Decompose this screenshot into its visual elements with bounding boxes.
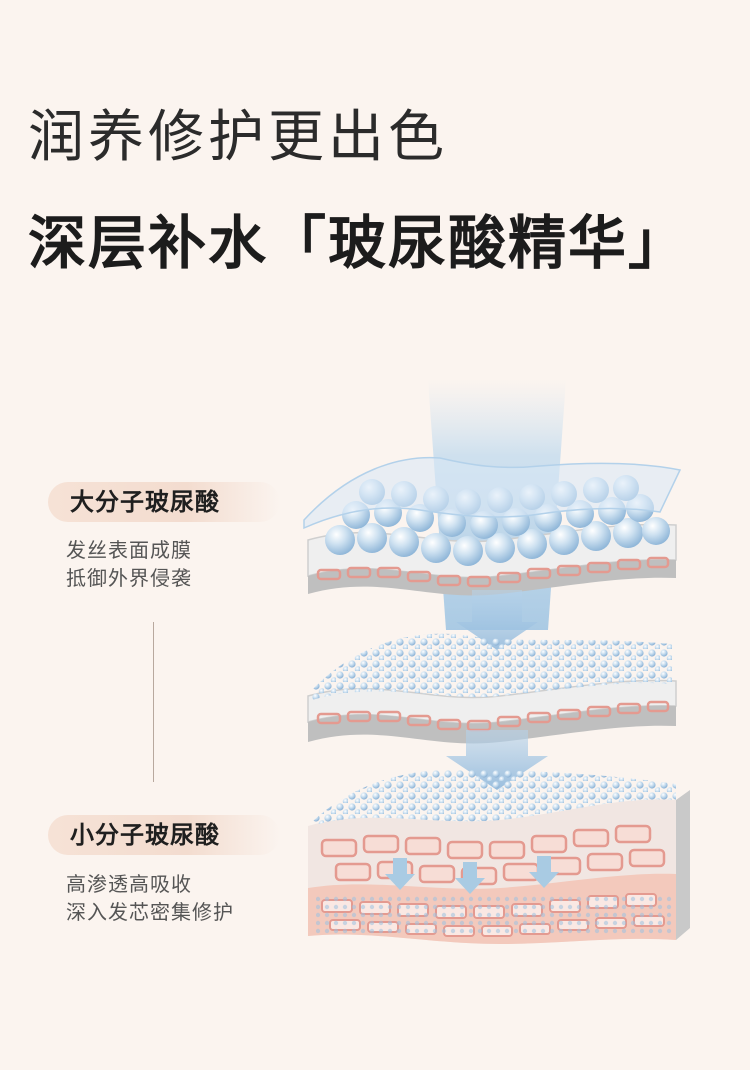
small-molecule-description: 高渗透高吸收 深入发芯密集修护 bbox=[66, 870, 234, 926]
small-molecule-layer bbox=[308, 770, 690, 944]
large-molecule-desc-line-2: 抵御外界侵袭 bbox=[66, 566, 192, 590]
large-molecule-badge: 大分子玻尿酸 bbox=[48, 482, 280, 522]
small-molecule-badge: 小分子玻尿酸 bbox=[48, 815, 280, 855]
large-molecule-desc-line-1: 发丝表面成膜 bbox=[66, 538, 192, 562]
mid-molecule-layer bbox=[307, 633, 677, 744]
large-molecule-description: 发丝表面成膜 抵御外界侵袭 bbox=[66, 536, 192, 592]
down-arrow-2 bbox=[446, 730, 548, 790]
connector-line bbox=[153, 622, 154, 782]
headline-secondary: 深层补水「玻尿酸精华」 bbox=[28, 209, 689, 277]
headline-primary: 润养修护更出色 bbox=[28, 105, 448, 170]
down-arrow-1 bbox=[456, 590, 538, 650]
small-molecule-desc-line-2: 深入发芯密集修护 bbox=[66, 900, 234, 924]
large-molecule-layer bbox=[303, 456, 682, 596]
small-molecule-desc-line-1: 高渗透高吸收 bbox=[66, 872, 192, 896]
